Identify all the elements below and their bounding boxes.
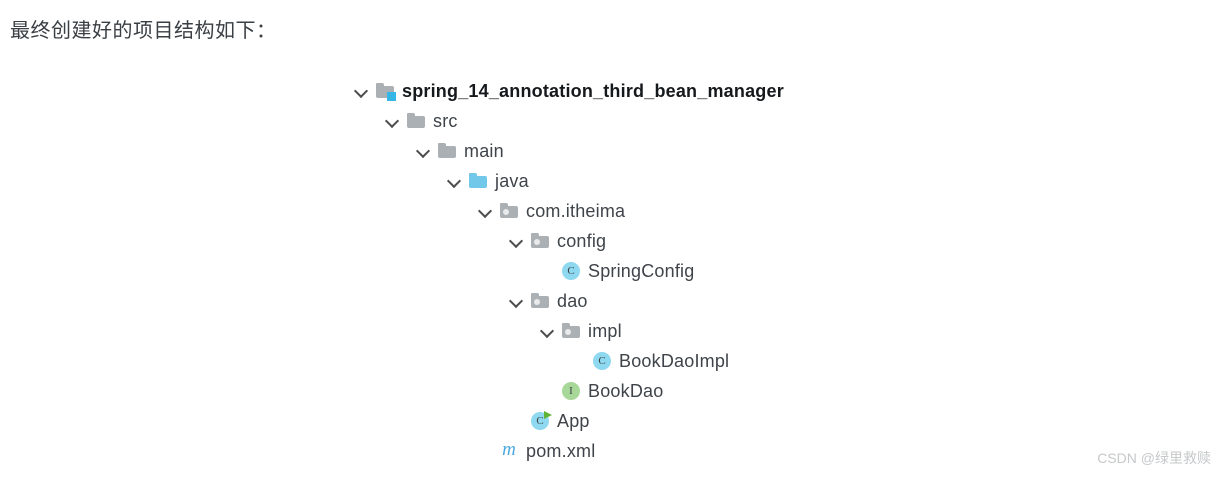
tree-node-label: BookDao xyxy=(588,380,664,401)
chevron-down-icon[interactable] xyxy=(538,322,556,340)
tree-row-content: config xyxy=(507,226,606,256)
chevron-down-icon[interactable] xyxy=(476,202,494,220)
tree-row[interactable]: spring_14_annotation_third_bean_manager xyxy=(0,76,1225,106)
chevron-down-icon[interactable] xyxy=(383,112,401,130)
tree-row-content: dao xyxy=(507,286,588,316)
tree-row-content: impl xyxy=(538,316,622,346)
tree-node-label: impl xyxy=(588,320,622,341)
tree-node-label: SpringConfig xyxy=(588,260,695,281)
tree-row-content: m pom.xml xyxy=(476,436,595,466)
module-folder-icon xyxy=(375,81,396,101)
tree-chevron-placeholder xyxy=(538,382,556,400)
tree-node-label: java xyxy=(495,170,529,191)
tree-row[interactable]: C SpringConfig xyxy=(0,256,1225,286)
tree-node-label: dao xyxy=(557,290,588,311)
package-folder-icon xyxy=(561,321,581,341)
package-folder-icon xyxy=(530,291,550,311)
tree-node-label: com.itheima xyxy=(526,200,626,221)
tree-row-content: com.itheima xyxy=(476,196,625,226)
chevron-down-icon[interactable] xyxy=(445,172,463,190)
tree-row[interactable]: dao xyxy=(0,286,1225,316)
tree-chevron-placeholder xyxy=(538,262,556,280)
tree-chevron-placeholder xyxy=(476,442,494,460)
tree-row-content: src xyxy=(383,106,458,136)
tree-node-label: config xyxy=(557,230,607,251)
tree-node-label: BookDaoImpl xyxy=(619,350,730,371)
tree-row[interactable]: java xyxy=(0,166,1225,196)
chevron-down-icon[interactable] xyxy=(507,232,525,250)
chevron-down-icon[interactable] xyxy=(507,292,525,310)
java-class-icon: C xyxy=(561,261,581,281)
tree-row-content: C SpringConfig xyxy=(538,256,694,286)
java-class-icon: C xyxy=(592,351,612,371)
java-interface-icon: I xyxy=(561,381,581,401)
tree-row[interactable]: m pom.xml xyxy=(0,436,1225,466)
tree-row-content: I BookDao xyxy=(538,376,663,406)
tree-row-content: C BookDaoImpl xyxy=(569,346,729,376)
watermark: CSDN @绿里救赎 xyxy=(1097,450,1211,466)
package-folder-icon xyxy=(499,201,519,221)
chevron-down-icon[interactable] xyxy=(414,142,432,160)
tree-row[interactable]: src xyxy=(0,106,1225,136)
tree-row[interactable]: I BookDao xyxy=(0,376,1225,406)
tree-row-content: java xyxy=(445,166,529,196)
tree-row[interactable]: C BookDaoImpl xyxy=(0,346,1225,376)
tree-node-label: pom.xml xyxy=(526,440,596,461)
tree-chevron-placeholder xyxy=(507,412,525,430)
page-title: 最终创建好的项目结构如下： xyxy=(10,20,277,42)
maven-file-icon: m xyxy=(502,439,516,460)
tree-row[interactable]: com.itheima xyxy=(0,196,1225,226)
tree-row-content: main xyxy=(414,136,504,166)
tree-chevron-placeholder xyxy=(569,352,587,370)
package-folder-icon xyxy=(530,231,550,251)
tree-node-label: spring_14_annotation_third_bean_manager xyxy=(402,80,784,101)
tree-node-label: src xyxy=(433,110,458,131)
tree-node-label: App xyxy=(557,410,590,431)
java-class-run-icon: C xyxy=(530,411,552,431)
folder-icon xyxy=(437,141,457,161)
tree-node-label: main xyxy=(464,140,504,161)
tree-row[interactable]: main xyxy=(0,136,1225,166)
tree-row-content: spring_14_annotation_third_bean_manager xyxy=(352,76,784,106)
folder-icon xyxy=(406,111,426,131)
tree-row[interactable]: impl xyxy=(0,316,1225,346)
source-folder-icon xyxy=(468,171,488,191)
tree-row[interactable]: config xyxy=(0,226,1225,256)
chevron-down-icon[interactable] xyxy=(352,82,370,100)
